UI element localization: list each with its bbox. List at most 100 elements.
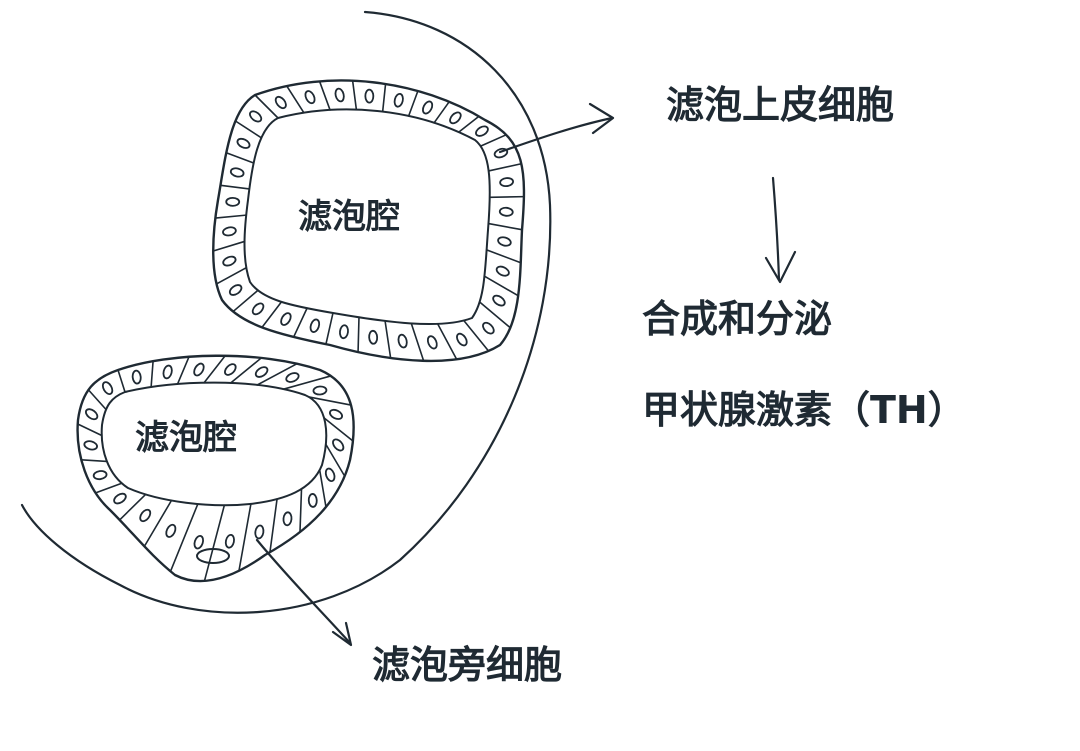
cell-nucleus: [280, 312, 292, 326]
cell-nucleus: [307, 493, 318, 508]
cell-nucleus: [224, 533, 235, 549]
cell-nucleus: [282, 511, 293, 527]
follicle-lower: 滤泡腔: [76, 354, 355, 583]
cell-divider: [214, 214, 247, 219]
cell-nucleus: [249, 110, 263, 123]
cell-divider: [219, 184, 251, 190]
cell-nucleus: [251, 302, 265, 316]
cell-nucleus: [165, 523, 177, 538]
cell-nucleus: [495, 265, 510, 277]
cell-divider: [282, 375, 332, 390]
cell-nucleus: [285, 372, 300, 383]
cell-nucleus: [224, 363, 237, 376]
cell-nucleus: [329, 408, 344, 420]
cell-divider: [488, 195, 525, 199]
cell-divider: [143, 499, 173, 548]
cell-divider: [487, 162, 523, 172]
cell-nucleus: [334, 87, 345, 103]
cell-nucleus: [493, 147, 509, 159]
cell-divider: [478, 301, 512, 329]
cell-divider: [485, 249, 522, 264]
cell-nucleus: [309, 318, 321, 333]
label-synthesize-secrete: 合成和分泌: [642, 297, 832, 341]
cell-nucleus: [113, 492, 127, 505]
cell-divider: [169, 503, 199, 573]
cell-divider: [261, 301, 283, 329]
cell-divider: [487, 222, 523, 231]
cell-divider: [292, 307, 308, 338]
cell-nucleus: [139, 508, 152, 523]
follicle-upper: 滤泡腔: [212, 79, 526, 363]
cell-divider: [254, 94, 279, 119]
arrow-down: [764, 176, 797, 284]
label-parafollicular-cell: 滤泡旁细胞: [372, 643, 562, 687]
cell-divider: [80, 459, 108, 463]
cell-nucleus: [92, 470, 108, 481]
cell-nucleus: [397, 333, 408, 349]
cell-divider: [87, 389, 107, 411]
label-thyroid-hormone: 甲状腺激素（TH）: [642, 388, 966, 432]
follicle-upper-cells: [212, 79, 525, 362]
cell-divider: [269, 498, 278, 554]
cell-divider: [229, 357, 263, 384]
cell-divider: [381, 83, 387, 113]
arrow-epithelial: [498, 102, 615, 154]
parafollicular-cell-body: [196, 548, 230, 564]
cell-divider: [150, 360, 154, 388]
cell-nucleus: [83, 440, 98, 451]
follicle-upper-outer-wall: [212, 79, 526, 363]
cell-divider: [384, 320, 392, 359]
cell-nucleus: [228, 284, 243, 296]
cell-nucleus: [498, 206, 514, 217]
arrow-parafollicular: [255, 538, 353, 647]
cell-divider: [323, 417, 354, 442]
cell-divider: [118, 493, 147, 521]
cell-nucleus: [475, 125, 489, 137]
cell-nucleus: [131, 369, 142, 385]
cell-divider: [307, 396, 352, 406]
cell-divider: [483, 275, 519, 297]
cell-nucleus: [364, 88, 375, 104]
cell-nucleus: [193, 534, 204, 550]
cell-divider: [232, 289, 259, 313]
cell-nucleus: [482, 321, 495, 335]
cell-divider: [256, 362, 298, 386]
cell-divider: [318, 80, 331, 111]
follicle-lower-cells: [76, 354, 354, 582]
enclosing-arc: [20, 10, 552, 614]
cell-divider: [457, 115, 480, 133]
cell-nucleus: [236, 137, 251, 149]
cell-nucleus: [497, 236, 512, 247]
cell-divider: [325, 312, 334, 345]
cell-divider: [479, 134, 507, 147]
cell-nucleus: [422, 100, 434, 115]
cell-nucleus: [499, 177, 514, 188]
cell-divider: [357, 316, 360, 353]
follicle-lower-outer-wall: [76, 354, 355, 583]
cell-nucleus: [312, 385, 328, 396]
cell-divider: [238, 503, 252, 572]
cell-divider: [318, 469, 327, 508]
follicle-lumen-label-upper: 滤泡腔: [298, 197, 400, 237]
follicle-lumen-label-lower: 滤泡腔: [135, 418, 237, 458]
cell-divider: [325, 443, 346, 477]
cell-divider: [94, 482, 123, 494]
cell-nucleus: [304, 90, 316, 105]
cell-divider: [410, 322, 425, 362]
cell-divider: [212, 240, 246, 252]
follicle-upper-inner-wall: [243, 108, 491, 326]
cell-nucleus: [324, 467, 336, 482]
cell-nucleus: [393, 92, 404, 108]
cell-nucleus: [254, 366, 269, 378]
cell-nucleus: [85, 408, 99, 421]
cell-divider: [433, 100, 450, 124]
cell-nucleus: [332, 438, 345, 452]
cell-divider: [215, 266, 248, 285]
cell-divider: [351, 79, 358, 111]
cell-nucleus: [339, 324, 349, 340]
follicle-lower-inner-wall: [100, 381, 328, 507]
cell-divider: [203, 354, 226, 384]
cell-nucleus: [368, 329, 379, 345]
cell-nucleus: [254, 524, 265, 540]
